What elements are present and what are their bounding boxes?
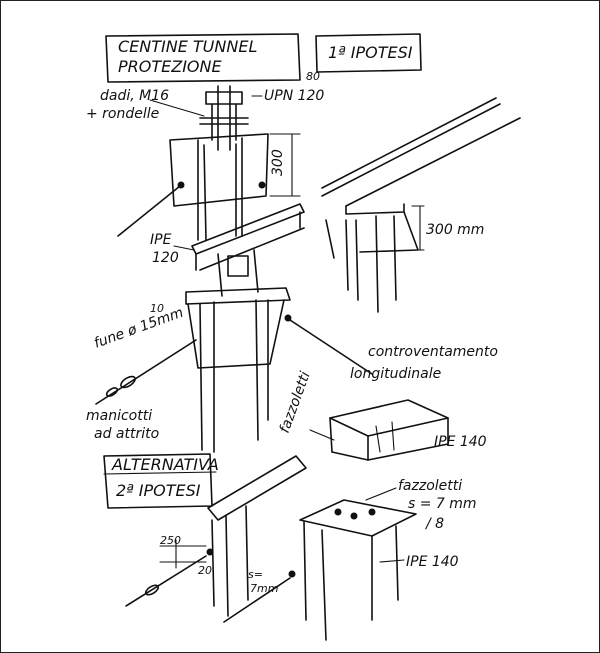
leader-fazzoletti-bottom xyxy=(365,487,397,501)
upper-column-flanges xyxy=(197,137,243,241)
beam-flange-lines xyxy=(321,97,521,207)
lower-cap-plate xyxy=(185,287,291,305)
hypothesis-label: 1ª IPOTESI xyxy=(328,43,413,62)
ipe120-beam xyxy=(173,203,305,271)
beam-supports xyxy=(325,215,397,313)
cable-lower-left xyxy=(95,339,197,405)
title-line-1: CENTINE TUNNEL xyxy=(118,37,257,56)
upn-head xyxy=(149,85,263,151)
hypothesis-box xyxy=(315,33,422,73)
lower-connection-plate xyxy=(227,255,249,277)
lower-column xyxy=(185,249,292,453)
label-fune-num: 10 xyxy=(150,302,164,315)
leader-fazzoletti-top xyxy=(309,429,335,441)
upper-bracket xyxy=(169,133,269,207)
bottom-assembly xyxy=(125,455,417,641)
label-fazzoletti-top: fazzoletti xyxy=(277,370,314,436)
label-upn-sup: 80 xyxy=(306,70,320,83)
lower-bracket xyxy=(187,299,285,369)
title-block: CENTINE TUNNEL PROTEZIONE 1ª IPOTESI xyxy=(105,33,422,83)
leader-ipe120 xyxy=(173,245,195,251)
upper-bolt-right xyxy=(258,181,266,189)
ipe120-web xyxy=(195,211,301,271)
upper-column xyxy=(169,133,301,241)
cable-lower-right xyxy=(289,319,373,375)
label-controvento-2: longitudinale xyxy=(350,366,441,382)
dim-line-250 xyxy=(159,539,207,569)
bottom-right-plate xyxy=(299,499,417,537)
upper-column-web xyxy=(203,143,237,241)
alternativa-block: ALTERNATIVA 2ª IPOTESI xyxy=(103,453,219,509)
lower-column-legs xyxy=(199,299,269,453)
label-ipe140-bottom: IPE 140 xyxy=(406,554,459,570)
leader-ipe140-bottom xyxy=(379,559,405,563)
bottom-bolt-3 xyxy=(368,508,376,516)
ipe120-top-flange xyxy=(191,203,305,255)
bottom-manicotto xyxy=(144,584,160,596)
bottom-right-legs xyxy=(303,521,399,641)
lower-connection xyxy=(217,249,259,297)
beam-bracket xyxy=(359,211,419,253)
leader-dadi xyxy=(149,99,205,117)
label-ipe120-b: 120 xyxy=(152,250,179,266)
alternativa-line-1: ALTERNATIVA xyxy=(111,455,219,474)
ipe120-bottom-flange xyxy=(199,227,305,271)
longitudinal-beam-top xyxy=(321,97,521,313)
label-dim-300-col: 300 xyxy=(270,149,286,176)
label-manicotti-2: ad attrito xyxy=(94,426,159,442)
alternativa-underline xyxy=(103,471,217,475)
label-dim-7mm: 7mm xyxy=(250,582,278,595)
manicotto-1 xyxy=(120,375,136,389)
bottom-bolt-5 xyxy=(288,570,296,578)
cable-upper-left xyxy=(117,185,181,237)
bottom-bolt-1 xyxy=(334,508,342,516)
label-fazzoletti-bottom-3: / 8 xyxy=(424,516,444,532)
dim-line-300-beam xyxy=(411,205,425,251)
ipe140-box-web xyxy=(375,421,395,453)
title-line-2: PROTEZIONE xyxy=(118,57,222,76)
label-dim-250: 250 xyxy=(160,534,181,547)
beam-end xyxy=(345,203,405,215)
label-dim-20: 20 xyxy=(198,564,212,577)
bottom-left-legs xyxy=(211,505,249,617)
label-fazzoletti-bottom-1: fazzoletti xyxy=(398,478,462,494)
bottom-beam-top xyxy=(207,455,307,521)
upn-washers xyxy=(199,117,249,125)
alternativa-line-2: 2ª IPOTESI xyxy=(116,481,201,500)
upn-bolts xyxy=(211,85,237,151)
manicotto-2 xyxy=(105,387,119,397)
ipe140-box-top xyxy=(329,399,449,437)
ipe140-box-sides xyxy=(329,417,449,461)
bottom-cable-left xyxy=(125,555,207,607)
bottom-bolt-4 xyxy=(206,548,214,556)
label-dim-s: s= xyxy=(248,568,263,581)
bottom-cable-right xyxy=(223,577,291,623)
bottom-bolt-2 xyxy=(350,512,358,520)
label-ipe120-a: IPE xyxy=(150,232,172,248)
label-ipe140-top: IPE 140 xyxy=(434,434,487,450)
title-box xyxy=(105,33,301,83)
label-rondelle: + rondelle xyxy=(86,106,159,122)
cable-lower-left-line xyxy=(95,339,197,405)
dim-line-300-col xyxy=(269,133,301,197)
label-dadi: dadi, M16 xyxy=(100,88,169,104)
label-controvento-1: controventamento xyxy=(368,344,498,360)
label-upn: UPN 120 xyxy=(264,88,324,104)
label-dim-300-beam: 300 mm xyxy=(426,222,484,238)
ipe140-top-box xyxy=(309,399,449,461)
label-fazzoletti-bottom-2: s = 7 mm xyxy=(408,496,477,512)
label-manicotti-1: manicotti xyxy=(86,408,152,424)
ipe140-box-bottom xyxy=(331,443,449,461)
upn-top-plate xyxy=(205,91,243,105)
label-fune: fune ø 15mm xyxy=(92,305,186,352)
